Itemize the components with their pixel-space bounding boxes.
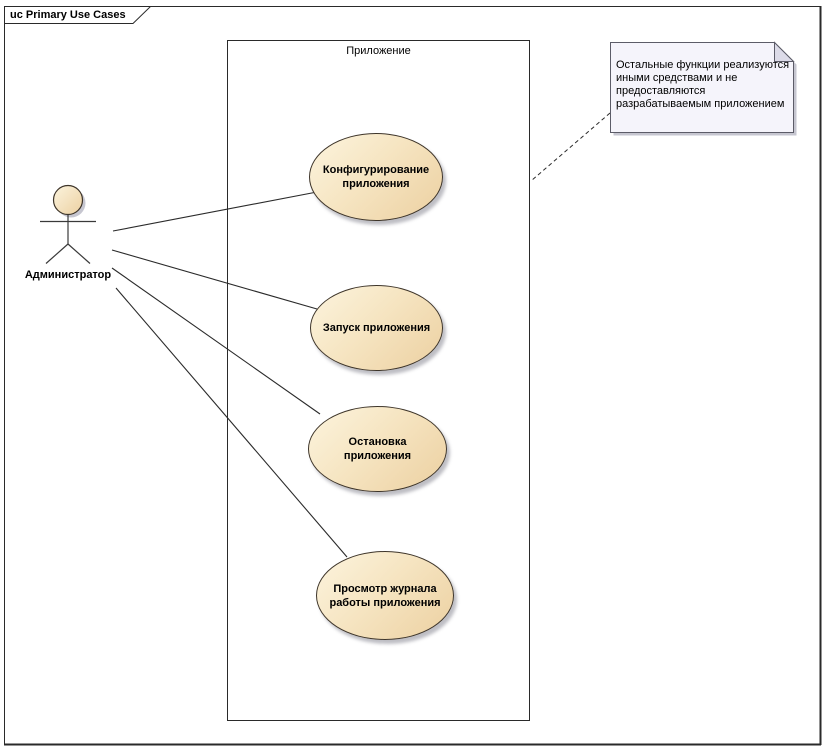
usecase-configure-application[interactable]: Конфигурирование приложения xyxy=(309,133,443,221)
usecase-start-application[interactable]: Запуск приложения xyxy=(310,285,443,371)
note-text: Остальные функции реализуются иными сред… xyxy=(616,59,792,111)
note-text-line: иными средствами и не xyxy=(616,72,738,84)
note-fold-corner-icon xyxy=(774,41,795,62)
actor-leg-right xyxy=(67,243,91,264)
note-text-line: разрабатываемым приложением xyxy=(616,98,785,110)
actor-leg-left xyxy=(45,243,69,264)
note-shape[interactable] xyxy=(610,42,794,133)
diagram-frame-tab xyxy=(4,6,152,24)
association-admin-start[interactable] xyxy=(111,249,318,310)
usecase-stop-application[interactable]: Остановка приложения xyxy=(308,406,447,492)
system-boundary-label: Приложение xyxy=(346,45,411,57)
note-text-line: предоставляются xyxy=(616,85,706,97)
usecase-label: Остановка приложения xyxy=(343,436,412,462)
actor-figure[interactable] xyxy=(52,184,84,216)
association-admin-viewlog[interactable] xyxy=(115,287,348,558)
usecase-label: Запуск приложения xyxy=(322,322,431,334)
usecase-view-log[interactable]: Просмотр журнала работы приложения xyxy=(316,551,454,640)
usecase-label: Конфигурирование приложения xyxy=(322,164,430,190)
note-anchor-line[interactable] xyxy=(530,112,611,182)
usecase-label: Просмотр журнала работы приложения xyxy=(329,582,441,609)
actor-label: Администратор xyxy=(24,269,112,281)
association-admin-stop[interactable] xyxy=(111,267,321,415)
association-admin-configure[interactable] xyxy=(112,191,318,232)
note-text-line: Остальные функции реализуются xyxy=(616,59,790,71)
frame-title: uc Primary Use Cases xyxy=(10,9,126,21)
